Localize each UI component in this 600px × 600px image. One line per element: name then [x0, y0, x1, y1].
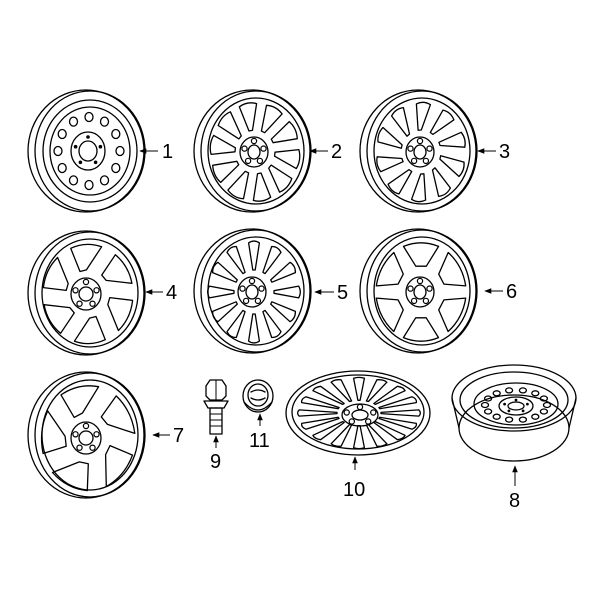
part-number-3: 3 — [499, 141, 510, 163]
part-number-9: 9 — [210, 451, 221, 473]
part-number-8: 8 — [509, 490, 520, 512]
alloy-wheel-part-2 — [193, 89, 312, 213]
alloy-wheel-part-3 — [359, 89, 478, 213]
alloy-wheel-part-6 — [359, 228, 478, 354]
part-number-4: 4 — [166, 282, 177, 304]
alloy-wheel-part-4 — [27, 230, 146, 356]
lug-bolt-part-9 — [203, 379, 229, 435]
part-number-7: 7 — [173, 425, 184, 447]
alloy-wheel-part-5 — [193, 228, 312, 354]
part-number-6: 6 — [506, 281, 517, 303]
alloy-wheel-part-7 — [27, 371, 146, 499]
center-cap-part-11 — [242, 379, 274, 413]
spare-steel-wheel-part-8 — [451, 364, 577, 462]
part-number-2: 2 — [331, 141, 342, 163]
part-number-11: 11 — [249, 430, 270, 452]
steel-wheel-part-1 — [27, 89, 146, 213]
part-number-5: 5 — [337, 282, 348, 304]
wheel-cover-part-10 — [285, 370, 431, 456]
part-number-1: 1 — [162, 141, 173, 163]
part-number-10: 10 — [343, 479, 365, 501]
